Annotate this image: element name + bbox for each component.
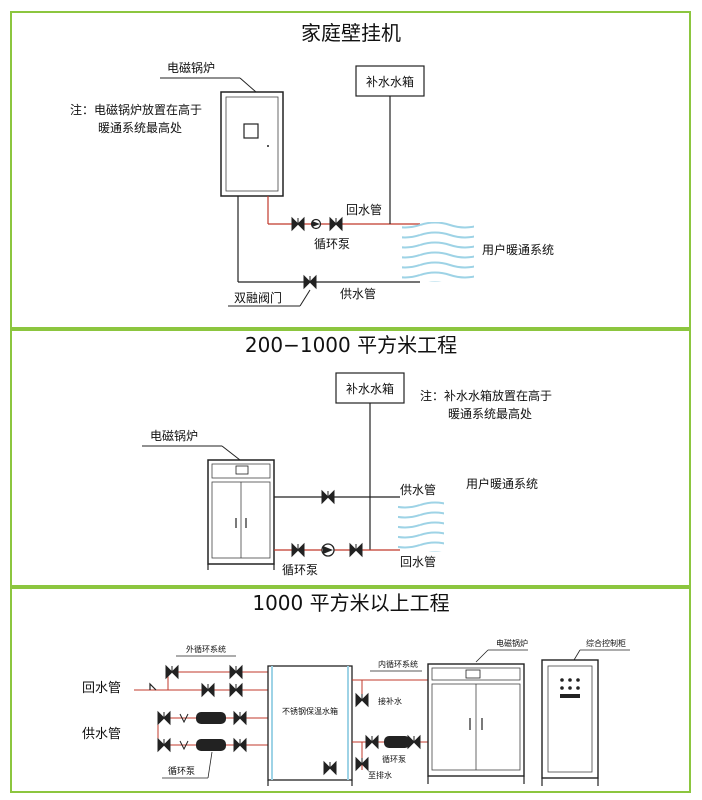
panel1-makeup-tank bbox=[355, 65, 425, 97]
panel2-return-label: 回水管 bbox=[400, 554, 436, 569]
panel1-boiler-label: 电磁锅炉 bbox=[167, 60, 215, 75]
panel3-floor-boiler bbox=[427, 663, 525, 784]
panel3-outer-loop-label: 外循环系统 bbox=[186, 644, 226, 654]
panel1-valve-3-icon bbox=[303, 275, 317, 289]
panel3-storage-tank bbox=[267, 665, 353, 786]
panel1-note-line1: 注：电磁锅炉放置在高于 bbox=[70, 102, 202, 117]
panel2-valve-supply-icon bbox=[321, 490, 335, 504]
panel1-frame bbox=[10, 11, 691, 329]
panel3-boiler-leader-diag bbox=[475, 649, 489, 663]
panel2-note-line2: 暖通系统最高处 bbox=[448, 406, 532, 421]
panel3-tank-label: 不锈钢保温水箱 bbox=[282, 706, 338, 716]
panel3-boiler-label: 电磁锅炉 bbox=[496, 638, 528, 648]
panel2-valve-return-2-icon bbox=[349, 543, 363, 557]
panel1-pump-label: 循环泵 bbox=[314, 237, 350, 251]
panel2-tank-label: 补水水箱 bbox=[346, 381, 394, 396]
panel1-system-label: 用户暖通系统 bbox=[482, 242, 554, 257]
panel1-tank-label: 补水水箱 bbox=[366, 74, 414, 89]
panel3-frame bbox=[10, 587, 691, 793]
panel1-radiator-icon bbox=[402, 222, 474, 282]
panel3-strainer-icons bbox=[179, 713, 189, 751]
panel1-supply-label: 供水管 bbox=[340, 286, 376, 301]
panel2-note-line1: 注：补水水箱放置在高于 bbox=[420, 388, 552, 403]
panel2-pump-label: 循环泵 bbox=[282, 563, 318, 577]
panel3-outer-pipework bbox=[134, 671, 268, 746]
panel2-frame bbox=[10, 329, 691, 587]
panel3-inner-loop-label: 内循环系统 bbox=[378, 659, 418, 669]
panel3-cabinet-leader-diag bbox=[573, 649, 581, 661]
panel1-valve-1-icon bbox=[291, 217, 305, 231]
panel3-makeup-label: 接补水 bbox=[378, 696, 402, 706]
panel1-title: 家庭壁挂机 bbox=[301, 21, 401, 45]
panel1-note-line2: 暖通系统最高处 bbox=[98, 120, 182, 135]
panel2-boiler-label: 电磁锅炉 bbox=[150, 428, 198, 443]
panel1-boiler-leader-diag bbox=[239, 77, 257, 93]
panel2-valve-return-1-icon bbox=[291, 543, 305, 557]
panel3-drain-label: 至排水 bbox=[368, 770, 392, 780]
panel1-valve-2-icon bbox=[329, 217, 343, 231]
panel2-radiator-icon bbox=[398, 500, 444, 552]
panel1-return-label: 回水管 bbox=[346, 202, 382, 217]
panel3-control-cabinet bbox=[541, 659, 599, 786]
panel3-pump2-label: 循环泵 bbox=[382, 754, 406, 764]
panel3-title: 1000 平方米以上工程 bbox=[252, 591, 449, 615]
panel1-valve-leader-diag bbox=[299, 289, 311, 307]
panel2-boiler-leader-diag bbox=[221, 445, 241, 461]
panel3-pump-label: 循环泵 bbox=[168, 765, 195, 777]
panel2-pump-icon bbox=[321, 543, 335, 557]
panel3-cabinet-label: 综合控制柜 bbox=[586, 638, 626, 648]
panel2-floor-boiler bbox=[207, 459, 275, 570]
panel2-makeup-tank bbox=[335, 372, 405, 404]
panel3-outer-pumps-icon bbox=[196, 712, 226, 751]
panel3-supply-label: 供水管 bbox=[82, 727, 121, 742]
panel3-pump-leader-diag bbox=[207, 751, 213, 779]
panel1-pump-icon bbox=[310, 218, 322, 230]
panel2-title: 200−1000 平方米工程 bbox=[245, 333, 457, 357]
panel1-wall-boiler bbox=[220, 91, 284, 197]
panel3-inner-valves bbox=[323, 693, 421, 775]
panel3-return-label: 回水管 bbox=[82, 681, 121, 696]
panel3-outer-valves bbox=[149, 665, 247, 752]
panel1-valve-label: 双融阀门 bbox=[234, 290, 282, 305]
panel2-supply-label: 供水管 bbox=[400, 482, 436, 497]
panel2-system-label: 用户暖通系统 bbox=[466, 476, 538, 491]
